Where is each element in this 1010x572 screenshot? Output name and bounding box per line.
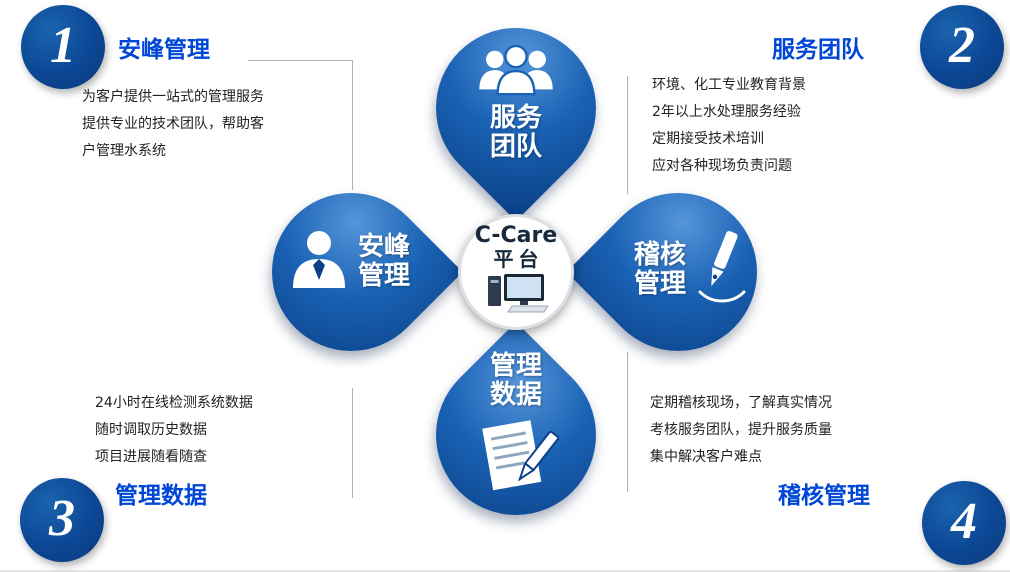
petal-top-label-line1: 服务 — [489, 103, 542, 133]
petal-top-content: 服务 团队 — [436, 44, 596, 162]
petal-left-label-line2: 管理 — [358, 261, 411, 291]
team-icon — [470, 44, 562, 104]
platform-subtitle: 平台 — [493, 247, 544, 271]
petal-right-label-line2: 管理 — [634, 269, 687, 299]
connector-bottom-left-vertical — [352, 388, 353, 498]
petal-right-content: 稽核 管理 — [634, 228, 748, 312]
document-pen-icon — [473, 420, 560, 504]
center-platform-hub: C-Care 平台 — [458, 214, 574, 330]
description-line: 提供专业的技术团队，帮助客 — [82, 116, 264, 132]
slide-bottom-edge — [0, 570, 1010, 572]
description-line: 定期稽核现场，了解真实情况 — [650, 395, 832, 411]
number-2: 2 — [949, 16, 975, 74]
description-line: 为客户提供一站式的管理服务 — [82, 89, 264, 105]
bottom-right-description: 定期稽核现场，了解真实情况 考核服务团队，提升服务质量 集中解决客户难点 — [650, 390, 832, 471]
top-right-description: 环境、化工专业教育背景 2年以上水处理服务经验 定期接受技术培训 应对各种现场负… — [652, 72, 806, 180]
connector-bottom-right-vertical — [627, 352, 628, 492]
top-left-description: 为客户提供一站式的管理服务 提供专业的技术团队，帮助客 户管理水系统 — [82, 84, 264, 165]
pen-icon — [694, 228, 748, 312]
petal-top-label-line2: 团队 — [489, 132, 542, 162]
number-badge-4: 4 — [922, 481, 1006, 565]
description-line: 2年以上水处理服务经验 — [652, 104, 801, 120]
number-3: 3 — [49, 489, 75, 547]
description-line: 户管理水系统 — [82, 143, 166, 159]
description-line: 应对各种现场负责问题 — [652, 158, 792, 174]
number-badge-1: 1 — [21, 5, 105, 89]
description-line: 项目进展随看随查 — [95, 449, 207, 465]
person-icon — [290, 228, 348, 296]
number-badge-3: 3 — [20, 478, 104, 562]
heading-audit-management: 稽核管理 — [778, 483, 870, 509]
number-badge-2: 2 — [920, 5, 1004, 89]
number-4: 4 — [951, 492, 977, 550]
connector-top-left-vertical — [352, 60, 353, 190]
heading-service-team: 服务团队 — [772, 37, 864, 63]
petal-bottom-content: 管理 数据 — [436, 352, 596, 504]
connector-top-left-horizontal — [248, 60, 352, 61]
bottom-left-description: 24小时在线检测系统数据 随时调取历史数据 项目进展随看随查 — [95, 390, 253, 471]
petal-bottom-label-line1: 管理 — [489, 351, 542, 381]
petal-bottom-label-line2: 数据 — [489, 380, 542, 410]
petal-left-label-line1: 安峰 — [358, 232, 411, 262]
description-line: 考核服务团队，提升服务质量 — [650, 422, 832, 438]
number-1: 1 — [50, 16, 76, 74]
petal-left-content: 安峰 管理 — [290, 228, 410, 296]
heading-management-data: 管理数据 — [115, 483, 207, 509]
description-line: 环境、化工专业教育背景 — [652, 77, 806, 93]
platform-title: C-Care — [474, 223, 558, 248]
description-line: 24小时在线检测系统数据 — [95, 395, 253, 411]
computer-icon — [484, 270, 549, 320]
connector-top-right-vertical — [627, 76, 628, 194]
heading-anfeng-management: 安峰管理 — [118, 37, 210, 63]
description-line: 集中解决客户难点 — [650, 449, 762, 465]
description-line: 随时调取历史数据 — [95, 422, 207, 438]
description-line: 定期接受技术培训 — [652, 131, 764, 147]
petal-right-label-line1: 稽核 — [634, 240, 687, 270]
